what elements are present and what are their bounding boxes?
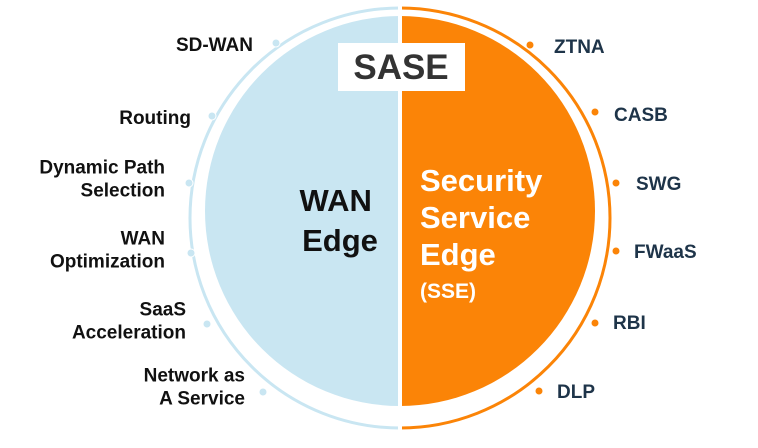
left-feature-label-line: Network as xyxy=(144,366,245,387)
left-feature-label: SD-WAN xyxy=(176,35,253,56)
right-ring-dot xyxy=(611,178,621,188)
right-ring-dot xyxy=(611,246,621,256)
left-feature-label-line: Optimization xyxy=(50,252,165,273)
right-ring-dot xyxy=(525,40,535,50)
wan-edge-heading: WAN Edge xyxy=(300,183,381,258)
left-feature-label-line: SaaS xyxy=(140,300,186,321)
right-feature-label: CASB xyxy=(614,105,668,126)
sse-heading: Security Service Edge xyxy=(420,163,551,272)
wan-edge-heading-line: Edge xyxy=(302,223,378,258)
sase-badge xyxy=(338,43,465,91)
left-feature-label-line: Dynamic Path xyxy=(39,158,165,179)
right-feature-label: ZTNA xyxy=(554,37,605,58)
sse-half xyxy=(400,16,595,406)
right-ring-dot xyxy=(590,107,600,117)
left-feature-label-line: A Service xyxy=(159,389,245,410)
right-feature-label-line: FWaaS xyxy=(634,242,697,263)
left-feature-label-line: WAN xyxy=(121,229,165,250)
left-feature-label-line: SD-WAN xyxy=(176,35,253,56)
left-ring-dot xyxy=(271,38,281,48)
sse-heading-line: Edge xyxy=(420,237,496,272)
right-feature-label: SWG xyxy=(636,174,681,195)
right-feature-label-line: ZTNA xyxy=(554,37,605,58)
sse-heading-line: Service xyxy=(420,200,530,235)
sse-abbreviation: (SSE) xyxy=(420,280,476,303)
left-feature-label: Routing xyxy=(119,108,191,129)
right-ring-dot xyxy=(534,386,544,396)
wan-edge-outer-ring xyxy=(188,6,401,430)
left-feature-label-line: Acceleration xyxy=(72,323,186,344)
right-feature-label-line: DLP xyxy=(557,382,595,403)
wan-edge-half xyxy=(205,16,400,406)
sse-feature-list: ZTNA CASB SWG FWaaS RBI DLP xyxy=(525,37,697,403)
left-ring-dot xyxy=(207,111,217,121)
right-feature-label: DLP xyxy=(557,382,595,403)
left-ring-dot xyxy=(186,248,196,258)
right-feature-label-line: SWG xyxy=(636,174,681,195)
sase-title: SASE xyxy=(353,48,448,87)
right-feature-label: RBI xyxy=(613,313,646,334)
right-feature-label-line: RBI xyxy=(613,313,646,334)
right-feature-label: FWaaS xyxy=(634,242,697,263)
left-ring-dot xyxy=(202,319,212,329)
left-feature-label-line: Routing xyxy=(119,108,191,129)
wan-edge-heading-line: WAN xyxy=(300,183,372,218)
sse-heading-line: Security xyxy=(420,163,543,198)
left-ring-dot xyxy=(184,178,194,188)
right-feature-label-line: CASB xyxy=(614,105,668,126)
right-ring-dot xyxy=(590,318,600,328)
left-ring-dot xyxy=(258,387,268,397)
sse-outer-ring xyxy=(399,6,612,430)
left-feature-label-line: Selection xyxy=(81,181,165,202)
